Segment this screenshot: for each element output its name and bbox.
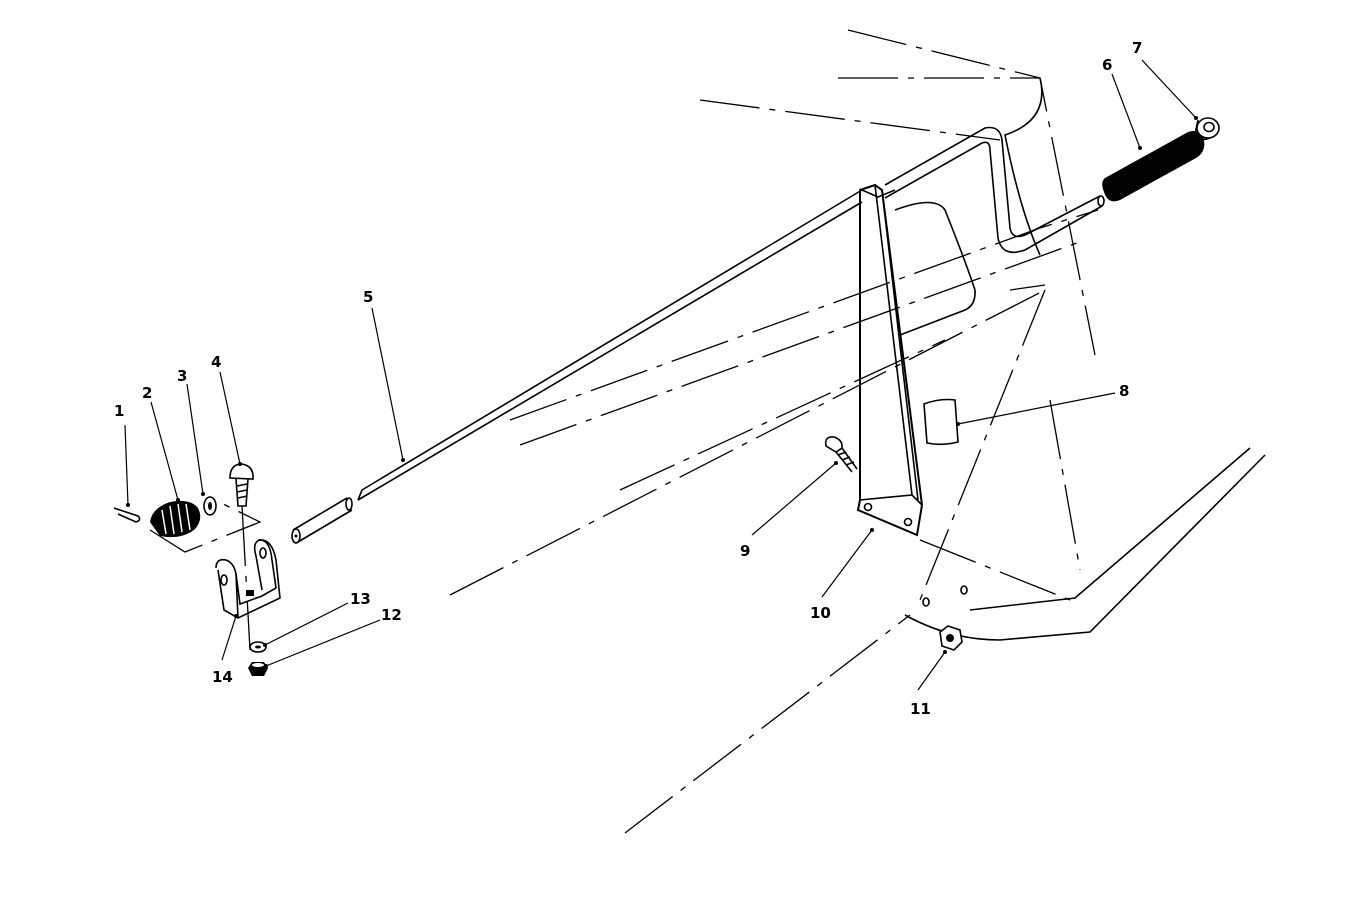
lock-nut [939, 625, 963, 651]
callout-3: 3 [177, 367, 187, 385]
handle-grip [1102, 131, 1205, 202]
bolt [824, 436, 858, 473]
callout-14: 14 [212, 668, 233, 686]
deck-hole [922, 597, 930, 607]
callout-8: 8 [1119, 382, 1129, 400]
callout-10: 10 [810, 604, 831, 622]
callout-13: 13 [350, 590, 371, 608]
carriage-bolt [229, 463, 254, 651]
chassis-outline [449, 29, 1099, 834]
flat-washer [249, 641, 267, 653]
leader-lines [124, 59, 1198, 691]
hex-nut [248, 662, 268, 676]
callout-2: 2 [142, 384, 152, 402]
shift-rod [357, 126, 1105, 501]
support-bracket [856, 183, 924, 537]
callout-7: 7 [1132, 39, 1142, 57]
callout-5: 5 [363, 288, 373, 306]
callout-4: 4 [211, 353, 221, 371]
callout-12: 12 [381, 606, 402, 624]
decal-shape [923, 398, 959, 446]
deck-hole [960, 585, 968, 595]
callout-labels: 1 2 3 4 5 6 7 8 9 10 11 12 13 14 [114, 39, 1142, 718]
callout-9: 9 [740, 542, 750, 560]
callout-11: 11 [910, 700, 931, 718]
cotter-pin [113, 507, 141, 523]
rod-segment [291, 497, 353, 544]
spring [149, 499, 262, 553]
washer [203, 496, 217, 516]
handle-cap [1194, 117, 1220, 141]
callout-6: 6 [1102, 56, 1112, 74]
u-bracket [215, 539, 281, 619]
housing-cutout [894, 201, 976, 336]
callout-1: 1 [114, 402, 124, 420]
